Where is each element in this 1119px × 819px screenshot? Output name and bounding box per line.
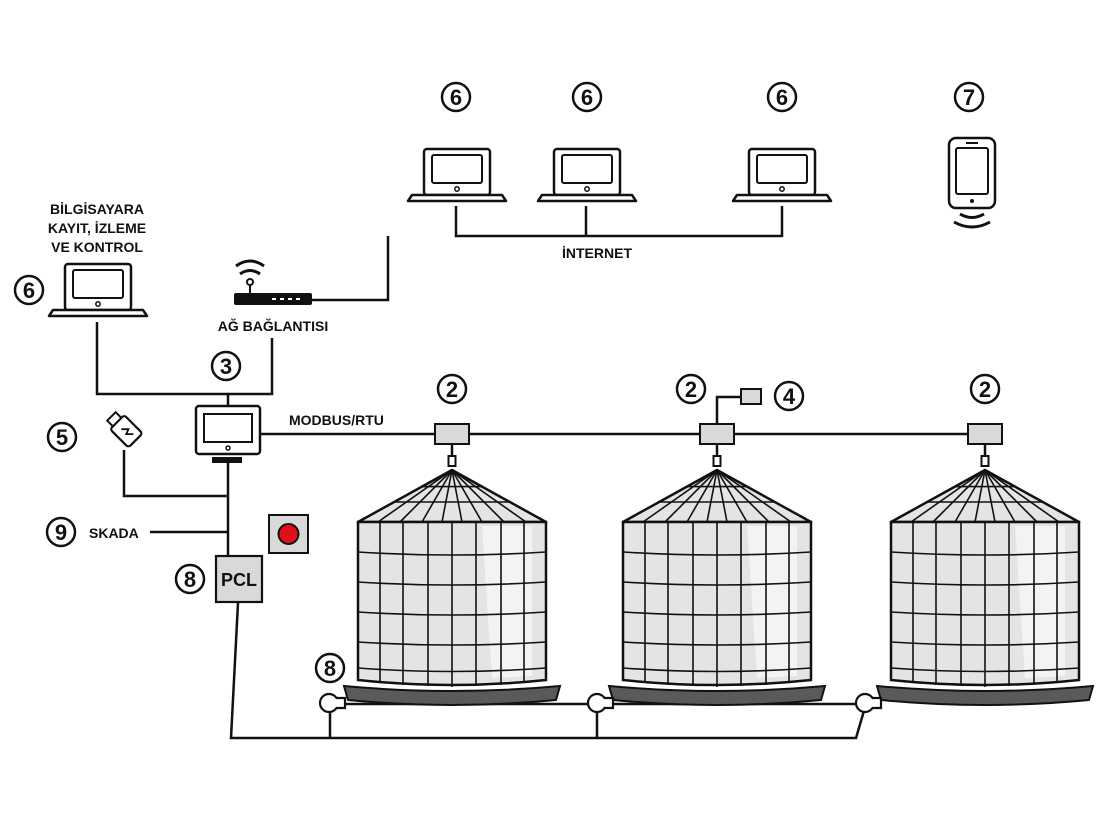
marker-circle — [210, 350, 242, 382]
pcl-unit: 8 PCL — [174, 554, 264, 604]
aeration-fan-icon — [586, 692, 615, 714]
silo-1: 2 — [342, 373, 562, 707]
marker-circle — [314, 652, 346, 684]
smartphone-icon — [947, 136, 997, 229]
marker-local-laptop: 6 — [23, 278, 35, 303]
silo-2: 2 4 — [607, 373, 827, 707]
marker-circle — [773, 380, 805, 412]
extra-sensor-icon — [740, 388, 762, 405]
pcl-box — [214, 554, 264, 604]
marker-fan: 8 — [324, 656, 336, 681]
sensor-hub-icon — [699, 423, 735, 445]
marker-remote-laptop-1: 6 — [450, 85, 462, 110]
laptop-icon — [406, 147, 508, 203]
marker-circle — [766, 81, 798, 113]
laptop-icon — [47, 262, 149, 318]
marker-circle — [440, 81, 472, 113]
marker-circle — [45, 516, 77, 548]
laptop-icon — [536, 147, 638, 203]
aeration-fan-icon — [318, 692, 347, 714]
silo-3: 2 — [875, 373, 1095, 707]
marker-skada: 9 — [55, 520, 67, 545]
marker-circle — [436, 373, 468, 405]
marker-pcl: 8 — [184, 567, 196, 592]
marker-sensor-hub-2: 2 — [685, 377, 697, 402]
marker-remote-laptop-2: 6 — [581, 85, 593, 110]
pcl-label: PCL — [221, 570, 257, 590]
aeration-fan-icon — [854, 692, 883, 714]
remote-laptop-2: 6 — [536, 81, 638, 203]
usb-stick-icon — [105, 410, 143, 448]
skada-label: SKADA — [89, 525, 139, 541]
marker-circle — [174, 563, 206, 595]
usb-storage: 5 — [46, 410, 143, 453]
marker-circle — [969, 373, 1001, 405]
emergency-button — [268, 514, 309, 554]
red-button-icon — [268, 514, 309, 554]
network-router: AĞ BAĞLANTISI — [218, 259, 328, 334]
controller-unit: 3 MODBUS/RTU — [194, 350, 384, 463]
local-computer: BİLGİSAYARA KAYIT, İZLEME VE KONTROL 6 — [13, 201, 149, 318]
marker-remote-laptop-3: 6 — [776, 85, 788, 110]
computer-label-line2: KAYIT, İZLEME — [48, 220, 146, 236]
marker-extra-sensor: 4 — [783, 384, 796, 409]
sensor-hub-icon — [434, 423, 470, 445]
skada-link: 9 SKADA — [45, 516, 139, 548]
modbus-label: MODBUS/RTU — [289, 412, 384, 428]
remote-laptop-3: 6 — [731, 81, 833, 203]
aeration-fans: 8 — [314, 652, 883, 714]
marker-sensor-hub-3: 2 — [979, 377, 991, 402]
grain-silo-icon — [342, 432, 562, 707]
computer-label-line3: VE KONTROL — [51, 239, 143, 255]
marker-circle — [13, 274, 45, 306]
marker-sensor-hub-1: 2 — [446, 377, 458, 402]
sensor-hub-icon — [967, 423, 1003, 445]
grain-silo-icon — [607, 432, 827, 707]
network-label: AĞ BAĞLANTISI — [218, 317, 328, 334]
monitor-icon — [194, 404, 262, 463]
internet-label: İNTERNET — [562, 245, 632, 261]
marker-circle — [46, 421, 78, 453]
marker-circle — [571, 81, 603, 113]
marker-usb: 5 — [56, 425, 68, 450]
marker-circle — [675, 373, 707, 405]
laptop-icon — [731, 147, 833, 203]
marker-controller: 3 — [220, 354, 232, 379]
remote-laptop-1: 6 — [406, 81, 508, 203]
smartphone: 7 — [947, 81, 997, 229]
computer-label-line1: BİLGİSAYARA — [50, 201, 144, 217]
wifi-router-icon — [234, 259, 312, 305]
marker-circle — [953, 81, 985, 113]
grain-silo-icon — [875, 432, 1095, 707]
marker-phone: 7 — [963, 85, 975, 110]
